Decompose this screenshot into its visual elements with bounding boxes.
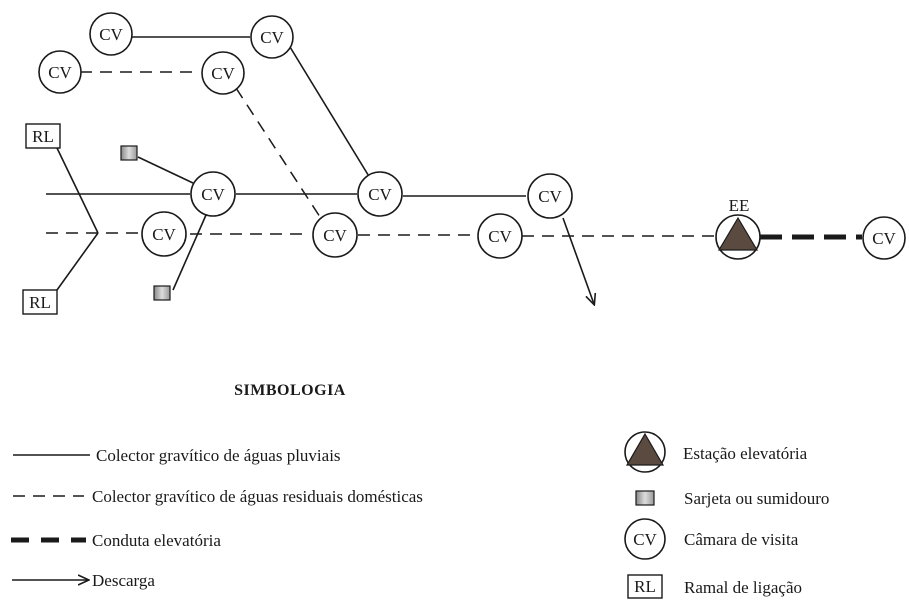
legend-item-sarjeta: Sarjeta ou sumidouro (635, 489, 829, 508)
cv-label: CV (48, 63, 72, 82)
cv-label: CV (260, 28, 284, 47)
cv-label: CV (538, 187, 562, 206)
descarga-arrow (562, 217, 594, 304)
cv-label: CV (323, 226, 347, 245)
pluvial-pipe (289, 46, 371, 179)
camara-de-visita: CV (201, 51, 245, 95)
ee-label: EE (729, 196, 750, 215)
legend-label: Estação elevatória (683, 444, 808, 463)
legend-item-ramal: RL Ramal de ligação (627, 574, 802, 599)
camara-de-visita: CV (477, 213, 523, 259)
legend-title: SIMBOLOGIA (234, 382, 346, 399)
ramal-branch-upper (56, 147, 99, 234)
legend-item-pluvial: Colector gravítico de águas pluviais (13, 446, 341, 465)
legend-label: Sarjeta ou sumidouro (684, 489, 829, 508)
legend-item-camara: CV Câmara de visita (624, 518, 799, 560)
camara-de-visita: CV (357, 171, 403, 217)
rl-label: RL (29, 293, 51, 312)
camara-de-visita: CV (862, 216, 906, 260)
camara-de-visita: CV (312, 212, 358, 258)
legend-label: Colector gravítico de águas residuais do… (92, 487, 423, 506)
sarjeta-connection (172, 214, 207, 291)
cv-nodes: CV CV CV CV CV CV CV CV (38, 12, 906, 260)
sarjeta-icon (635, 490, 655, 506)
ramal-de-ligacao-box: RL (25, 123, 61, 149)
sarjeta-connection (137, 156, 194, 184)
cv-label: CV (201, 185, 225, 204)
camara-de-visita: CV (89, 12, 133, 56)
cv-label: CV (368, 185, 392, 204)
rl-label: RL (32, 127, 54, 146)
legend-item-elevatoria: Conduta elevatória (11, 531, 221, 550)
sarjeta-icon (120, 145, 138, 161)
station-triangle-icon (625, 432, 665, 466)
ramal-boxes: RL RL (22, 123, 61, 315)
legend-item-residual: Colector gravítico de águas residuais do… (13, 487, 423, 506)
rl-label: RL (634, 577, 656, 596)
station-triangle-icon (717, 216, 759, 251)
cv-label: CV (211, 64, 235, 83)
legend-label: Colector gravítico de águas pluviais (96, 446, 341, 465)
ramal-branch-lower (56, 232, 99, 291)
ramal-branches (56, 147, 99, 291)
residual-collectors (46, 71, 716, 237)
camara-de-visita: CV (190, 171, 236, 217)
cv-label: CV (872, 229, 896, 248)
legend-item-descarga: Descarga (12, 571, 155, 590)
legend-label: Câmara de visita (684, 530, 799, 549)
legend-item-estacao: Estação elevatória (624, 431, 808, 473)
sarjeta-icon (153, 285, 171, 301)
cv-label: CV (152, 225, 176, 244)
legend-label: Conduta elevatória (92, 531, 221, 550)
camara-de-visita: CV (527, 173, 573, 219)
pluvial-collectors (46, 36, 526, 291)
legend-label: Ramal de ligação (684, 578, 802, 597)
ramal-de-ligacao-box: RL (22, 289, 58, 315)
sarjetas (120, 145, 171, 301)
cv-label: CV (633, 530, 657, 549)
cv-label: CV (488, 227, 512, 246)
cv-label: CV (99, 25, 123, 44)
camara-de-visita: CV (141, 211, 187, 257)
camara-de-visita: CV (38, 50, 82, 94)
estacao-elevatoria: EE (715, 196, 761, 260)
legend-label: Descarga (92, 571, 155, 590)
camara-de-visita: CV (250, 15, 294, 59)
residual-pipe (235, 87, 323, 221)
